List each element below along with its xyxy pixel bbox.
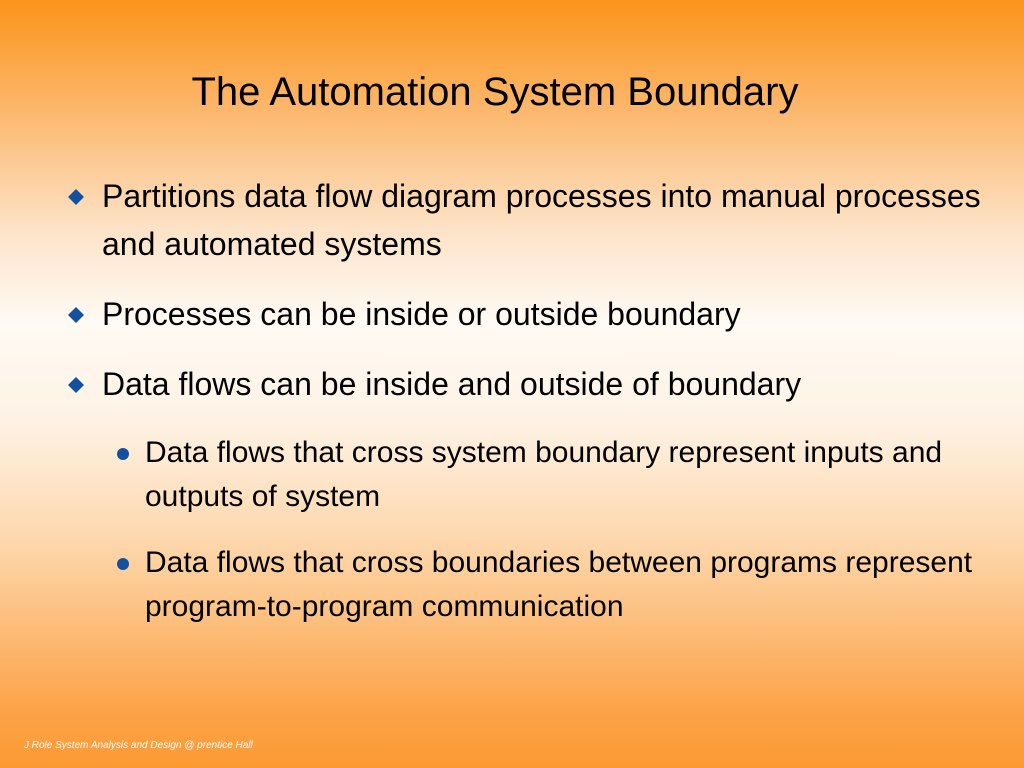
sub-bullet-text: Data flows that cross system boundary re…: [145, 436, 943, 513]
dot-icon: [117, 448, 129, 460]
sub-bullet-item: Data flows that cross system boundary re…: [114, 431, 974, 519]
sub-bullet-text: Data flows that cross boundaries between…: [145, 546, 973, 623]
bullet-item: Processes can be inside or outside bound…: [66, 290, 996, 338]
sub-bullet-item: Data flows that cross boundaries between…: [114, 541, 974, 629]
footer-credit: J Role System Analysis and Design @ pren…: [24, 740, 253, 751]
slide-title: The Automation System Boundary: [191, 70, 799, 114]
diamond-icon: [68, 307, 84, 323]
bullet-text: Processes can be inside or outside bound…: [102, 296, 741, 332]
bullet-text: Data flows can be inside and outside of …: [102, 366, 802, 402]
diamond-icon: [68, 377, 84, 393]
dot-icon: [117, 558, 129, 570]
bullet-item: Data flows can be inside and outside of …: [66, 360, 996, 408]
diamond-icon: [68, 189, 84, 205]
bullet-text: Partitions data flow diagram processes i…: [102, 178, 981, 262]
bullet-item: Partitions data flow diagram processes i…: [66, 172, 996, 268]
